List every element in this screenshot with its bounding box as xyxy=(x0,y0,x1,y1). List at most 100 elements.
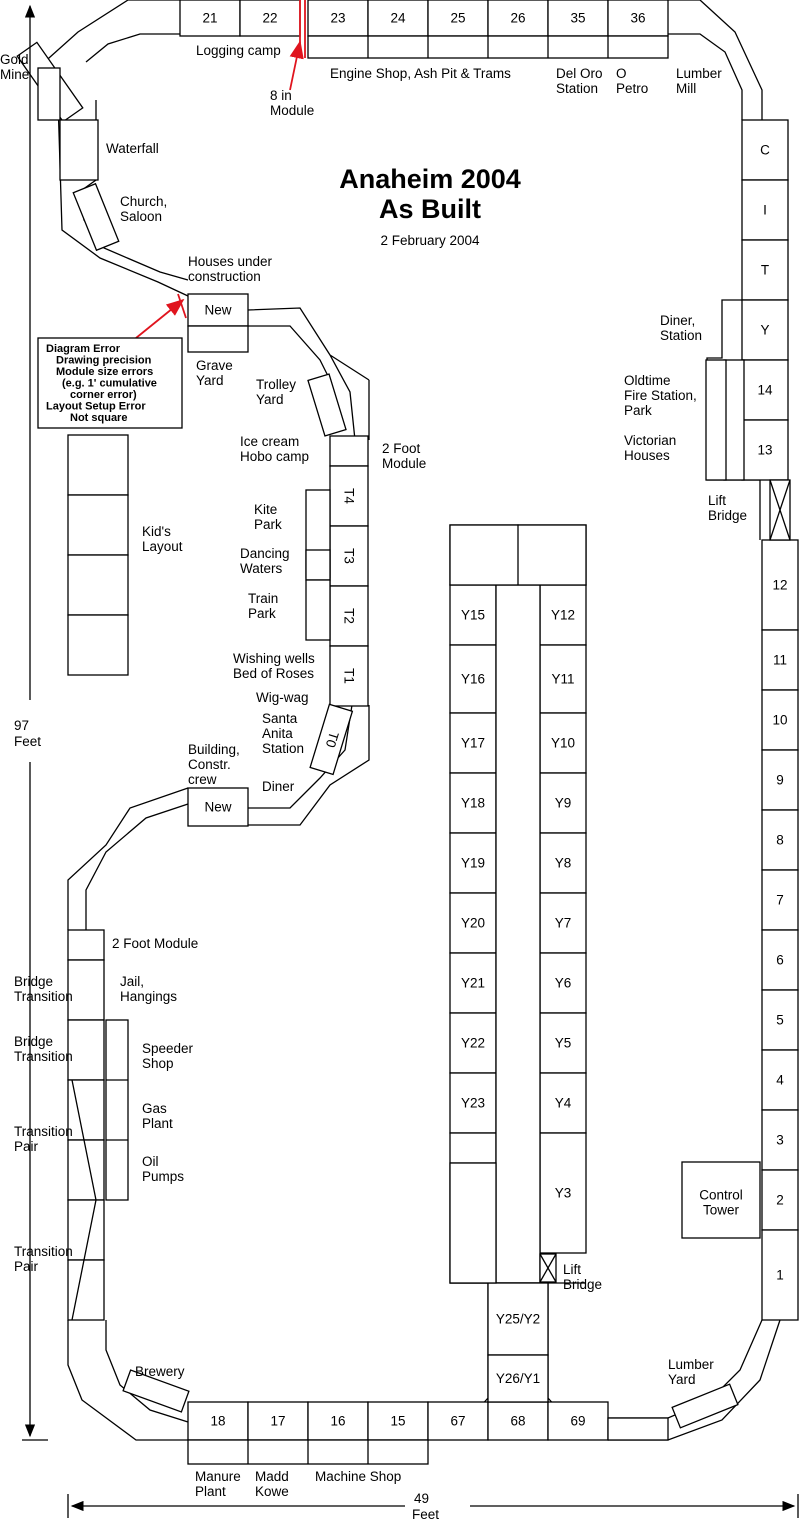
svg-text:Transition: Transition xyxy=(14,1124,73,1139)
yard-Y10-label: Y10 xyxy=(551,736,575,751)
right-upper-module-T: T xyxy=(741,239,789,301)
yard-lead-1-label: Y25/Y2 xyxy=(496,1312,540,1327)
label-two-foot-module-left: 2 Foot Module xyxy=(112,936,198,951)
two-foot-module-inner xyxy=(329,435,369,467)
right-lower-module-6: 6 xyxy=(761,929,799,991)
label-logging-camp: Logging camp xyxy=(196,43,281,58)
right-lower-module-5: 5 xyxy=(761,989,799,1051)
svg-text:Layout: Layout xyxy=(142,539,183,554)
yard-Y20-label: Y20 xyxy=(461,916,485,931)
transition-pair-crossing xyxy=(71,1079,97,1321)
svg-text:Bridge: Bridge xyxy=(563,1277,602,1292)
yard-Y11: Y11 xyxy=(539,644,587,714)
right-lower-module-7-label: 7 xyxy=(776,893,784,908)
title-line-1: Anaheim 2004 xyxy=(339,164,521,194)
yard-Y6-label: Y6 xyxy=(555,976,572,991)
yard-Y19-label: Y19 xyxy=(461,856,485,871)
svg-text:Gold: Gold xyxy=(0,52,29,67)
kids-layout-module xyxy=(67,434,129,496)
right-lower-module-9-label: 9 xyxy=(776,773,784,788)
inner-module-T3-label: T3 xyxy=(341,548,356,564)
bottom-module-67: 67 xyxy=(427,1401,489,1441)
bottom-module-17-label: 17 xyxy=(270,1414,285,1429)
error-note-line: (e.g. 1' cumulative xyxy=(62,378,157,390)
svg-text:Ice cream: Ice cream xyxy=(240,434,299,449)
svg-text:Del Oro: Del Oro xyxy=(556,66,603,81)
title-line-2: As Built xyxy=(379,194,481,224)
svg-text:Diner: Diner xyxy=(262,779,295,794)
right-upper-module-T-label: T xyxy=(761,263,769,278)
inner-module-T3: T3 xyxy=(329,525,369,587)
right-upper-module-14: 14 xyxy=(741,359,789,421)
svg-text:Mine: Mine xyxy=(0,67,29,82)
top-module-22: 22 xyxy=(239,0,301,37)
error-gap xyxy=(177,293,187,319)
inner-module-T2-label: T2 xyxy=(341,608,356,624)
svg-text:Brewery: Brewery xyxy=(135,1364,185,1379)
svg-text:Mill: Mill xyxy=(676,81,696,96)
yard-Y12-label: Y12 xyxy=(551,608,575,623)
yard-Y23-label: Y23 xyxy=(461,1096,485,1111)
bottom-module-17: 17 xyxy=(247,1401,309,1441)
yard-Y6: Y6 xyxy=(539,952,587,1014)
svg-text:Oldtime: Oldtime xyxy=(624,373,671,388)
svg-text:Hangings: Hangings xyxy=(120,989,177,1004)
right-lower-module-7: 7 xyxy=(761,869,799,931)
svg-text:Station: Station xyxy=(660,328,702,343)
svg-text:Waterfall: Waterfall xyxy=(106,141,159,156)
label-machine-shop: Machine Shop xyxy=(315,1469,401,1484)
svg-text:Machine Shop: Machine Shop xyxy=(315,1469,401,1484)
inner-module-T4-label: T4 xyxy=(341,488,356,504)
inner-module-T4: T4 xyxy=(329,465,369,527)
right-lower-module-8: 8 xyxy=(761,809,799,871)
svg-text:Waters: Waters xyxy=(240,561,283,576)
svg-text:Plant: Plant xyxy=(195,1484,226,1499)
eight-in-arrow xyxy=(289,40,304,91)
svg-text:Engine Shop, Ash Pit & Trams: Engine Shop, Ash Pit & Trams xyxy=(330,66,511,81)
yard-Y11-label: Y11 xyxy=(551,672,574,687)
right-lower-module-12: 12 xyxy=(761,539,799,631)
width-dim-unit: Feet xyxy=(412,1507,439,1522)
label-jail: Jail,Hangings xyxy=(120,974,177,1004)
svg-text:crew: crew xyxy=(188,772,217,787)
svg-text:Houses: Houses xyxy=(624,448,670,463)
error-note-line: Diagram Error xyxy=(46,343,121,355)
svg-text:Pair: Pair xyxy=(14,1259,39,1274)
svg-text:Lift: Lift xyxy=(563,1262,581,1277)
track-bottom-left-corner xyxy=(67,1320,189,1441)
yard-Y15-label: Y15 xyxy=(461,608,485,623)
lift-bridge-right xyxy=(769,479,791,541)
svg-text:Yard: Yard xyxy=(256,392,284,407)
svg-text:Manure: Manure xyxy=(195,1469,241,1484)
svg-text:Kowe: Kowe xyxy=(255,1484,289,1499)
bottom-module-18: 18 xyxy=(187,1401,249,1441)
right-lower-module-1: 1 xyxy=(761,1229,799,1321)
svg-text:Speeder: Speeder xyxy=(142,1041,194,1056)
bottom-module-16-label: 16 xyxy=(330,1414,345,1429)
top-module-23: 23 xyxy=(307,0,369,37)
yard-lead-2-label: Y26/Y1 xyxy=(496,1371,540,1386)
svg-text:Houses under: Houses under xyxy=(188,254,273,269)
svg-text:2 Foot Module: 2 Foot Module xyxy=(112,936,198,951)
svg-text:Dancing: Dancing xyxy=(240,546,290,561)
right-lower-module-2: 2 xyxy=(761,1169,799,1231)
svg-text:Grave: Grave xyxy=(196,358,233,373)
svg-text:Plant: Plant xyxy=(142,1116,173,1131)
top-module-25: 25 xyxy=(427,0,489,37)
yard-Y10: Y10 xyxy=(539,712,587,774)
track-left-lower-corner xyxy=(67,787,189,930)
right-lower-module-4-label: 4 xyxy=(776,1073,784,1088)
